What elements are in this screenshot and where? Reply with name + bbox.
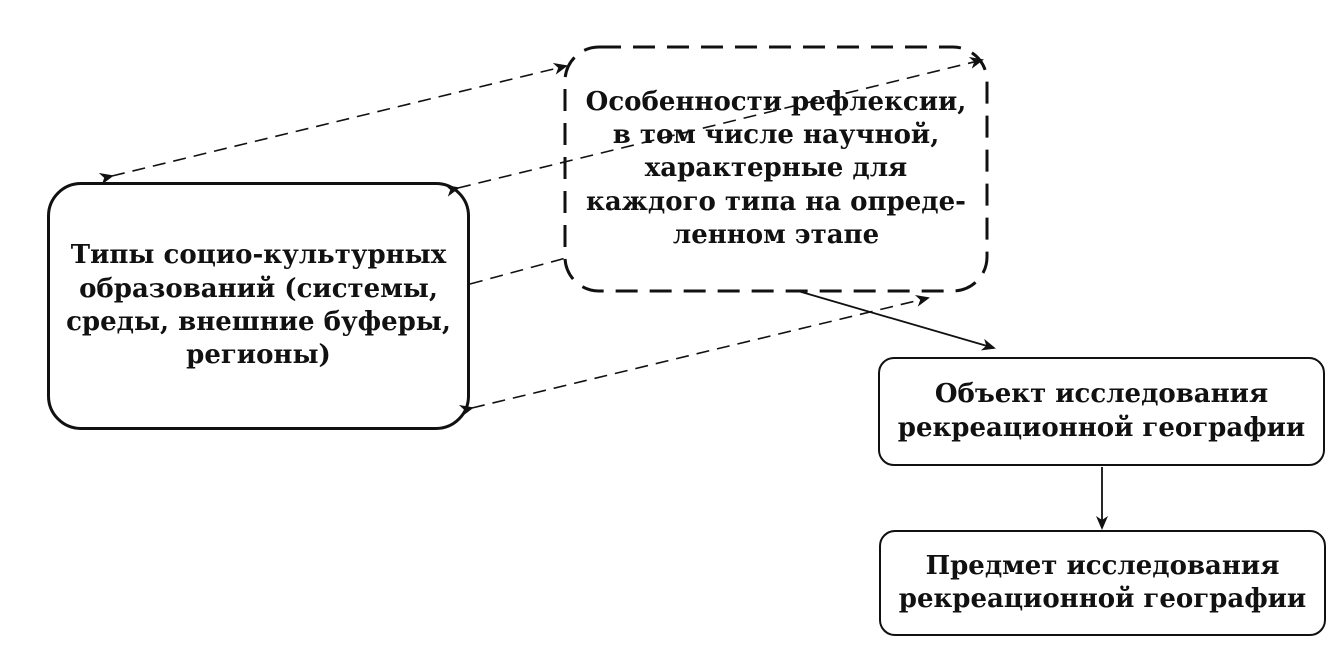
research-subject-label: Предмет исследования рекреационной геогр… [898, 550, 1307, 614]
dashed-connector-lower-upper [469, 257, 567, 285]
sociocultural-types-box: Типы социо-культурных образований (систе… [47, 182, 470, 430]
reflexion-features-label: Особенности рефлексии, в том числе научн… [585, 86, 967, 250]
arrow-reflexion-to-object [797, 290, 996, 351]
research-object-label: Объект исследования рекреационной геогра… [897, 379, 1306, 443]
dashed-connector-middle [444, 57, 984, 197]
dashed-connector-top [98, 62, 568, 185]
research-object-box: Объект исследования рекреационной геогра… [878, 357, 1325, 466]
research-subject-box: Предмет исследования рекреационной геогр… [879, 530, 1326, 636]
dashed-connector-bottom [458, 294, 930, 417]
sociocultural-types-label: Типы социо-культурных образований (систе… [66, 240, 451, 371]
reflexion-features-box: Особенности рефлексии, в том числе научн… [564, 46, 988, 292]
